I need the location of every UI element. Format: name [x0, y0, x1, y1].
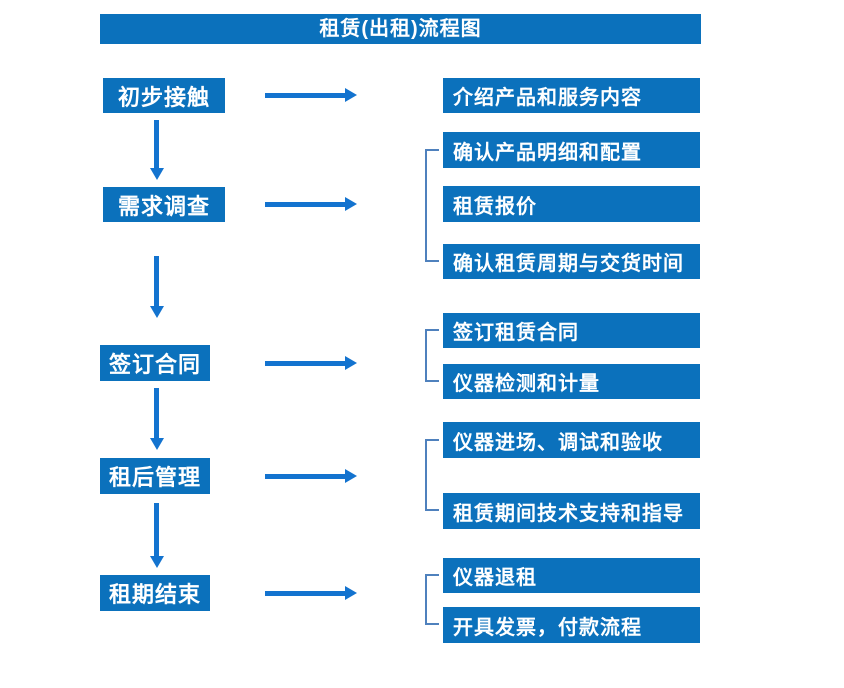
group-bracket-lease-end	[425, 574, 439, 625]
arrow-shaft	[154, 388, 159, 439]
arrow-head-icon	[150, 306, 164, 318]
step-box-initial-contact: 初步接触	[103, 78, 225, 113]
arrow-head-icon	[345, 88, 357, 102]
right-arrow-1	[265, 88, 357, 102]
detail-box-confirm-period-delivery: 确认租赁周期与交货时间	[443, 244, 700, 279]
page-title: 租赁(出租)流程图	[319, 18, 482, 40]
arrow-head-icon	[345, 356, 357, 370]
right-arrow-5	[265, 586, 357, 600]
arrow-shaft	[265, 474, 346, 479]
detail-box-tech-support: 租赁期间技术支持和指导	[443, 493, 700, 529]
detail-box-invoice-payment: 开具发票，付款流程	[443, 607, 700, 643]
detail-box-confirm-product-config: 确认产品明细和配置	[443, 132, 700, 168]
detail-box-instrument-testing: 仪器检测和计量	[443, 364, 700, 399]
arrow-shaft	[265, 361, 346, 366]
right-arrow-4	[265, 469, 357, 483]
step-box-lease-end: 租期结束	[100, 575, 210, 611]
arrow-head-icon	[150, 168, 164, 180]
step-box-demand-survey: 需求调查	[103, 187, 225, 222]
arrow-head-icon	[150, 556, 164, 568]
arrow-shaft	[265, 591, 346, 596]
title-bar: 租赁(出租)流程图	[100, 14, 701, 44]
detail-box-sign-rental-contract: 签订租赁合同	[443, 313, 700, 348]
arrow-head-icon	[345, 469, 357, 483]
down-arrow-4	[150, 503, 164, 568]
step-box-post-rental-management: 租后管理	[100, 458, 210, 494]
arrow-shaft	[154, 120, 159, 169]
right-arrow-2	[265, 197, 357, 211]
arrow-shaft	[154, 503, 159, 557]
group-bracket-demand-survey	[425, 149, 439, 262]
detail-box-rental-quote: 租赁报价	[443, 186, 700, 222]
detail-box-introduce-products: 介绍产品和服务内容	[443, 78, 700, 113]
right-arrow-3	[265, 356, 357, 370]
group-bracket-sign-contract	[425, 329, 439, 382]
down-arrow-1	[150, 120, 164, 180]
arrow-shaft	[154, 256, 159, 307]
arrow-head-icon	[150, 438, 164, 450]
detail-box-instrument-setup-acceptance: 仪器进场、调试和验收	[443, 422, 700, 458]
down-arrow-3	[150, 388, 164, 450]
down-arrow-2	[150, 256, 164, 318]
arrow-head-icon	[345, 586, 357, 600]
detail-box-instrument-return: 仪器退租	[443, 558, 700, 593]
step-box-sign-contract: 签订合同	[100, 345, 210, 381]
group-bracket-post-rental	[425, 439, 439, 511]
arrow-shaft	[265, 93, 346, 98]
arrow-head-icon	[345, 197, 357, 211]
arrow-shaft	[265, 202, 346, 207]
